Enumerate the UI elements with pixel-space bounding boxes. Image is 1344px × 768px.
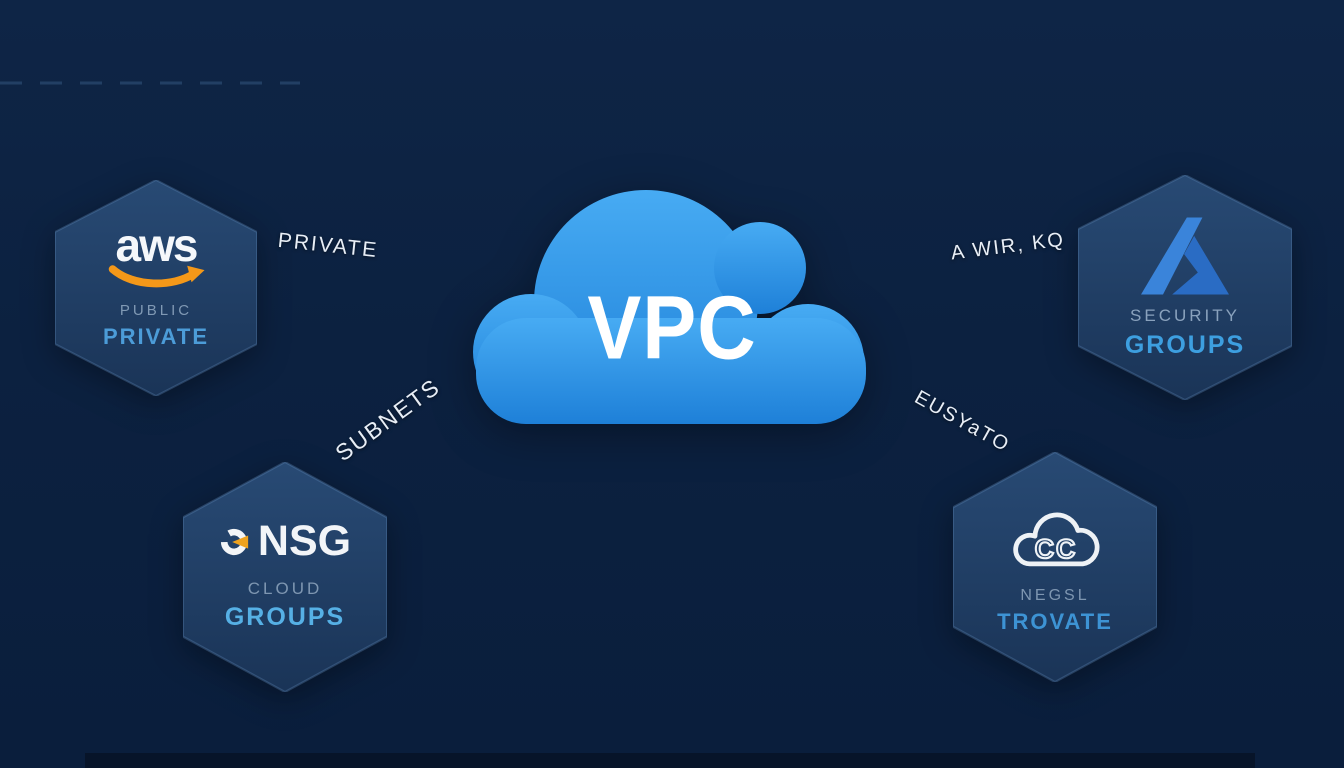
gcp-icon-letters: CC	[1035, 534, 1077, 564]
edge-label-azure: A WIR, KQ	[949, 228, 1067, 265]
connection-arrows	[0, 0, 300, 150]
vpc-cloud-icon	[473, 190, 866, 424]
bottom-shade-bar	[85, 753, 1255, 768]
nsg-node: NSG CLOUD GROUPS	[183, 462, 387, 692]
nsg-node-line1: CLOUD	[247, 578, 323, 598]
gcp-cloud-icon: CC	[1013, 512, 1100, 567]
nsg-logo-text: NSG	[257, 517, 352, 566]
nsg-logo: NSG	[219, 517, 352, 566]
background-grid	[0, 81, 300, 85]
azure-logo-icon	[1141, 217, 1229, 294]
edge-label-gcp: EUSYaTO	[910, 386, 1014, 457]
gcp-node-line2: TROVATE	[997, 609, 1113, 634]
aws-smile-icon	[108, 264, 205, 287]
nsg-badge-icon	[220, 528, 249, 555]
edge-label-subnets: SUBNETS	[330, 373, 445, 467]
aws-hexagon	[55, 180, 257, 396]
vpc-label: VPC	[587, 278, 757, 379]
gcp-node-line1: NEGSL	[1020, 587, 1090, 604]
nsg-hexagon	[183, 462, 387, 692]
nsg-node-line2: GROUPS	[224, 602, 346, 631]
azure-node-line1: SECURITY	[1130, 305, 1240, 325]
gcp-hexagon	[953, 452, 1157, 682]
aws-logo-text: aws	[115, 219, 199, 272]
gcp-node: CC NEGSL TROVATE	[953, 452, 1157, 682]
aws-node-line1: PUBLIC	[119, 301, 193, 319]
azure-node: SECURITY GROUPS	[1078, 175, 1292, 400]
edge-label-private: PRIVATE	[276, 228, 380, 263]
aws-logo: aws	[101, 219, 211, 289]
aws-node-line2: PRIVATE	[102, 323, 210, 349]
aws-node: aws PUBLIC PRIVATE	[55, 180, 257, 396]
azure-node-line2: GROUPS	[1124, 330, 1246, 359]
